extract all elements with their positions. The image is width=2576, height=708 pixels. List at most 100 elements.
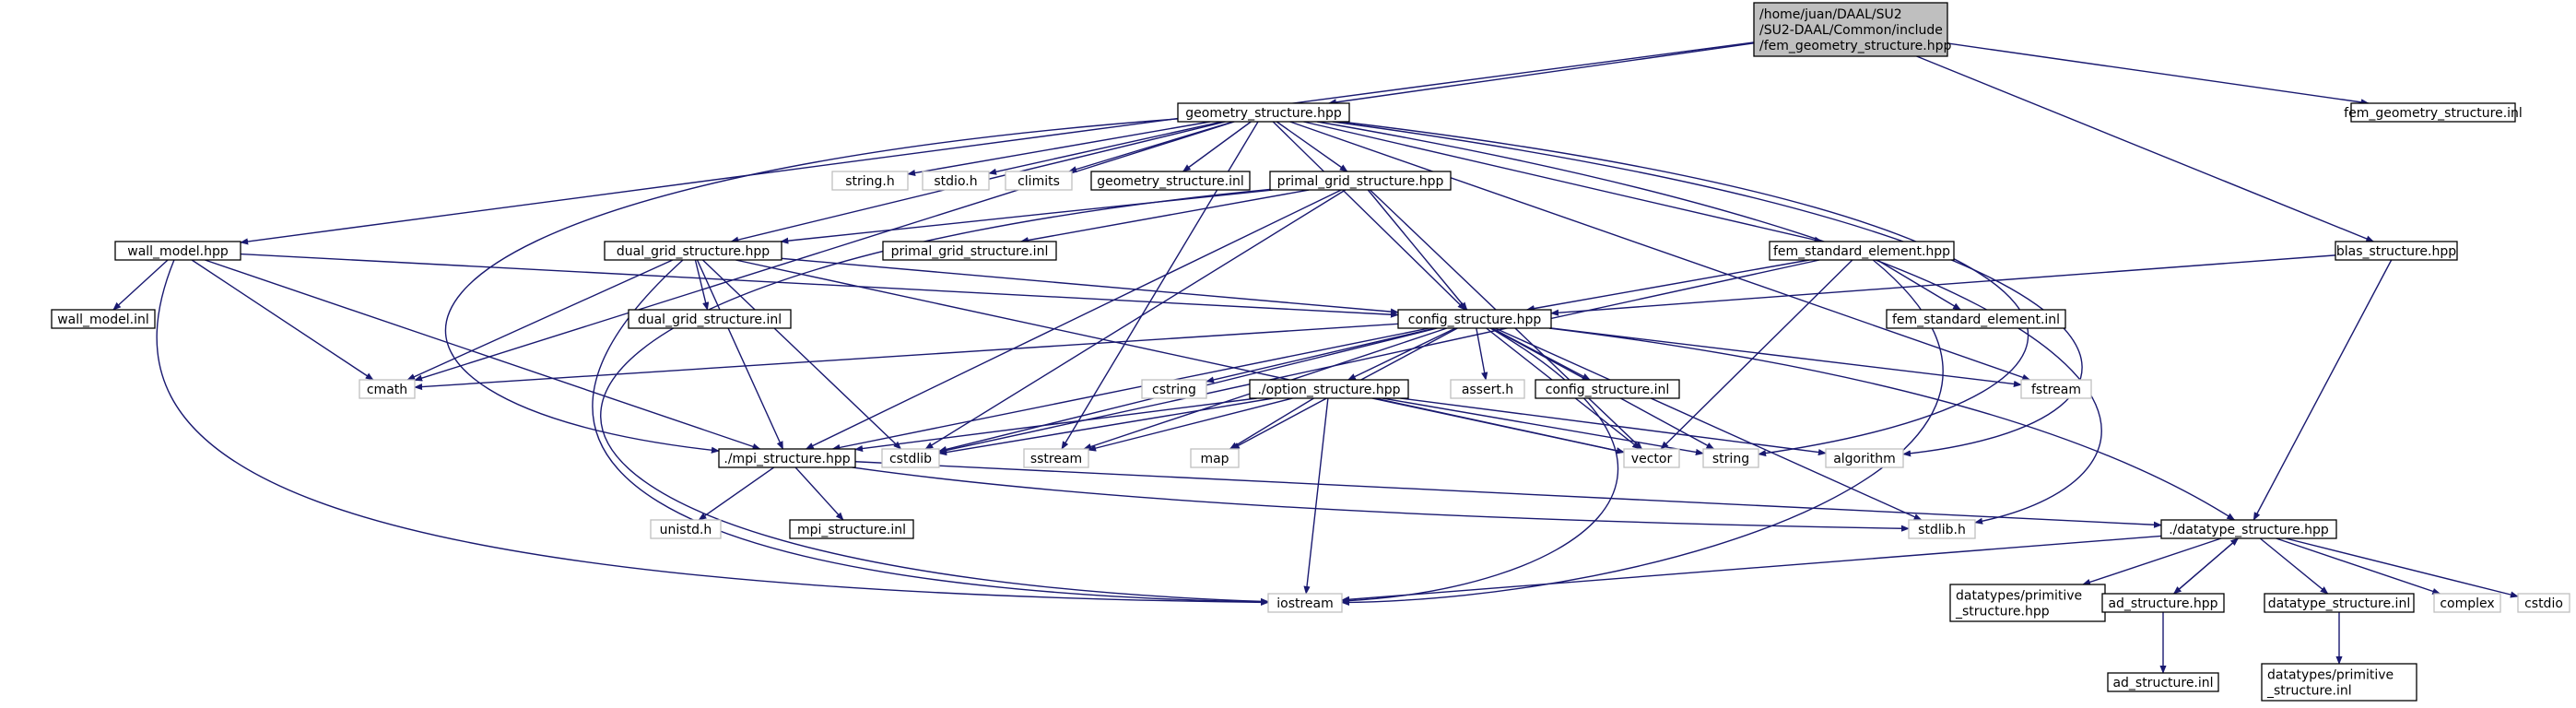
node-root[interactable]: /home/juan/DAAL/SU2/SU2-DAAL/Common/incl… [1753,2,1951,57]
node-box [881,448,940,468]
node-box [1269,171,1452,191]
node-cstdio[interactable]: cstdio [2517,593,2570,613]
node-string[interactable]: string [1702,448,1759,468]
node-label: string [1712,452,1749,466]
node-fem-geometry-structure-inl[interactable]: fem_geometry_structure.inl [2344,102,2523,123]
node-mpi-structure-hpp[interactable]: ./mpi_structure.hpp [718,448,856,468]
node-cstdlib[interactable]: cstdlib [881,448,940,468]
edge-wall-model-hpp-to-iostream [156,259,1269,606]
node-config-structure-hpp[interactable]: config_structure.hpp [1397,309,1552,329]
node-box [1769,241,1955,261]
node-datatype-structure-inl[interactable]: datatype_structure.inl [2264,593,2415,613]
node-label: assert.h [1462,383,1513,397]
edge-geometry-structure-hpp-to-string-h [907,121,1211,177]
node-box [114,241,241,261]
node-map[interactable]: map [1190,448,1240,468]
node-label: vector [1631,452,1673,466]
node-box [789,519,914,539]
edge-geometry-structure-hpp-to-string [1340,121,2029,457]
edge-mpi-structure-hpp-to-mpi-structure-inl [794,466,844,521]
edge-primal-grid-structure-hpp-to-cstdlib [924,189,1347,450]
node-label: config_structure.hpp [1408,313,1542,327]
node-datatypes-primitive-structure-hpp[interactable]: datatypes/primitive_structure.hpp [1949,584,2106,622]
edge-dual-grid-structure-hpp-to-dual-grid-structure-inl [694,259,710,311]
node-assert-h[interactable]: assert.h [1450,379,1525,399]
edge-geometry-structure-hpp-to-geometry-structure-inl [1182,121,1252,172]
edge-config-structure-hpp-to-datatype-structure-hpp [1548,327,2236,521]
edge-geometry-structure-hpp-to-fstream [1289,121,2031,381]
node-wall-model-hpp[interactable]: wall_model.hpp [114,241,241,261]
node-geometry-structure-hpp[interactable]: geometry_structure.hpp [1177,102,1350,123]
node-box [1023,448,1089,468]
node-sstream[interactable]: sstream [1023,448,1089,468]
node-cmath[interactable]: cmath [359,379,416,399]
node-fstream[interactable]: fstream [2020,379,2092,399]
node-box [1623,448,1680,468]
node-label: cstring [1152,383,1196,397]
node-box [882,241,1057,261]
nodes-layer: /home/juan/DAAL/SU2/SU2-DAAL/Common/incl… [51,2,2570,702]
node-primal-grid-structure-hpp[interactable]: primal_grid_structure.hpp [1269,171,1452,191]
node-mpi-structure-inl[interactable]: mpi_structure.inl [789,519,914,539]
node-label: sstream [1030,452,1082,466]
node-label: complex [2440,596,2494,611]
node-stdio-h[interactable]: stdio.h [922,171,990,191]
node-climits[interactable]: climits [1005,171,1073,191]
node-geometry-structure-inl[interactable]: geometry_structure.inl [1090,171,1251,191]
node-box [2160,519,2337,539]
node-label: cstdio [2524,596,2563,611]
node-fem-standard-element-inl[interactable]: fem_standard_element.inl [1886,309,2066,329]
node-label: geometry_structure.hpp [1185,106,1342,121]
node-label: ./option_structure.hpp [1257,383,1400,397]
node-complex[interactable]: complex [2433,593,2501,613]
edge-geometry-structure-hpp-to-fem-standard-element-hpp [1303,121,1823,243]
edge-fem-standard-element-hpp-to-fem-standard-element-inl [1876,259,1962,311]
node-config-structure-inl[interactable]: config_structure.inl [1535,379,1680,399]
node-wall-model-inl[interactable]: wall_model.inl [51,309,156,329]
node-cstring[interactable]: cstring [1141,379,1207,399]
node-datatypes-primitive-structure-inl[interactable]: datatypes/primitive_structure.inl [2261,663,2417,702]
node-option-structure-hpp[interactable]: ./option_structure.hpp [1249,379,1409,399]
edge-geometry-structure-hpp-to-config-structure-hpp [1272,121,1466,311]
edge-root-to-geometry-structure-hpp [1327,42,1755,106]
node-dual-grid-structure-hpp[interactable]: dual_grid_structure.hpp [604,241,782,261]
edge-primal-grid-structure-hpp-to-primal-grid-structure-inl [1019,189,1310,244]
edge-fem-standard-element-hpp-to-config-structure-hpp [1525,259,1810,313]
node-box [2433,593,2501,613]
node-algorithm[interactable]: algorithm [1825,448,1904,468]
node-fem-standard-element-hpp[interactable]: fem_standard_element.hpp [1769,241,1955,261]
node-label: datatype_structure.inl [2268,596,2410,611]
node-box [718,448,856,468]
node-dual-grid-structure-inl[interactable]: dual_grid_structure.inl [628,309,792,329]
node-datatype-structure-hpp[interactable]: ./datatype_structure.hpp [2160,519,2337,539]
edge-geometry-structure-hpp-to-stdio-h [988,121,1223,175]
edge-config-structure-hpp-to-fstream [1550,327,2022,388]
node-vector[interactable]: vector [1623,448,1680,468]
node-primal-grid-structure-inl[interactable]: primal_grid_structure.inl [882,241,1057,261]
edge-primal-grid-structure-hpp-to-mpi-structure-hpp [805,189,1342,450]
edge-ad-structure-hpp-to-datatype-structure-hpp [2173,537,2240,595]
node-box [1886,309,2066,329]
node-label: map [1200,452,1229,466]
node-iostream[interactable]: iostream [1267,593,1343,613]
node-unistd-h[interactable]: unistd.h [650,519,722,539]
edge-datatype-structure-hpp-to-iostream [1341,535,2162,603]
node-label: ./mpi_structure.hpp [723,452,850,466]
node-ad-structure-inl[interactable]: ad_structure.inl [2107,672,2219,692]
node-label: _structure.hpp [1955,605,2050,620]
node-stdlib-h[interactable]: stdlib.h [1908,519,1976,539]
node-label: config_structure.inl [1546,383,1669,397]
node-ad-structure-hpp[interactable]: ad_structure.hpp [2101,593,2225,613]
edge-dual-grid-structure-hpp-to-mpi-structure-hpp [696,259,784,450]
node-box [1753,2,1948,57]
node-label: unistd.h [660,523,712,537]
edge-wall-model-hpp-to-config-structure-hpp [240,253,1399,318]
node-box [1535,379,1680,399]
node-string-h[interactable]: string.h [831,171,909,191]
node-label: dual_grid_structure.hpp [617,244,770,259]
node-box [628,309,792,329]
edge-blas-structure-hpp-to-datatype-structure-hpp [2253,259,2393,521]
edge-geometry-structure-hpp-to-climits [1068,121,1234,173]
node-blas-structure-hpp[interactable]: blas_structure.hpp [2335,241,2458,261]
edge-config-structure-hpp-to-assert-h [1476,327,1488,381]
